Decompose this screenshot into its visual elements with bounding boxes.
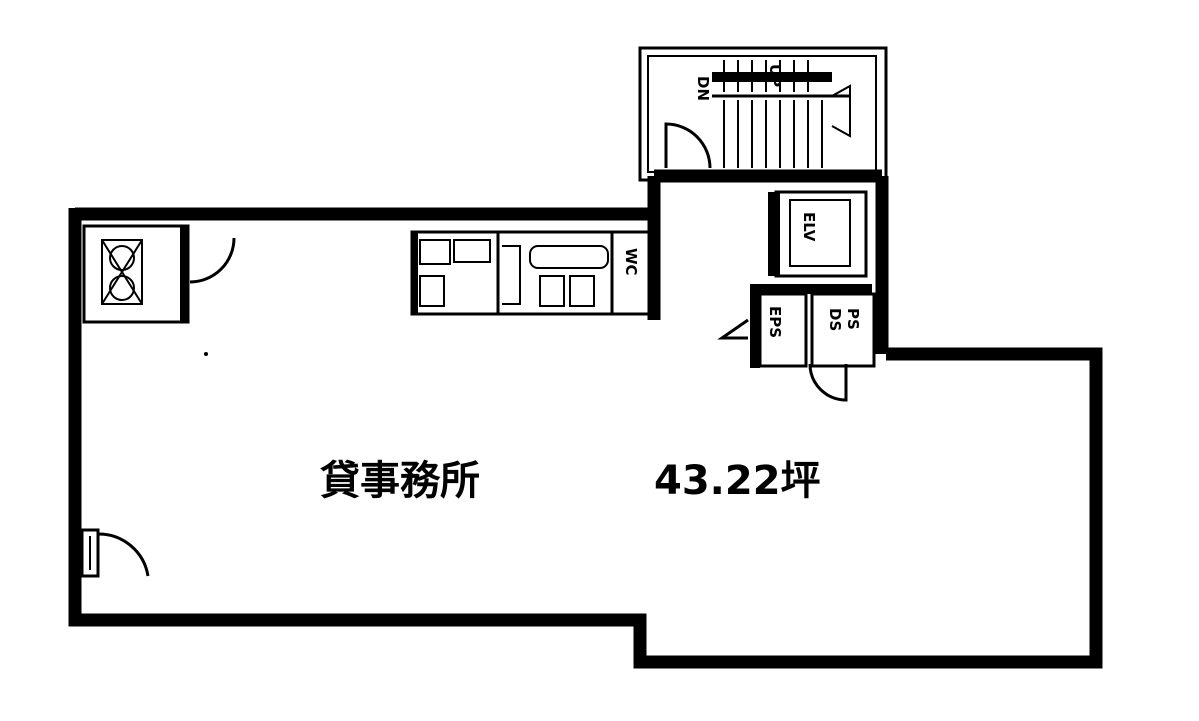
restroom-block: WC [410, 230, 654, 316]
wc-label: WC [622, 248, 640, 276]
stairwell: DN UP [638, 46, 888, 182]
ds-label: DS [826, 308, 844, 331]
stair-door [664, 122, 712, 169]
entry-door [808, 363, 848, 402]
exterior-walls [68, 169, 1103, 669]
office-name-label: 貸事務所 [320, 458, 480, 504]
stair-up-label: UP [766, 64, 784, 87]
stair-down-label: DN [694, 76, 712, 101]
utility-closet [82, 224, 236, 324]
stair-treads [723, 60, 823, 168]
closet-door [189, 237, 236, 284]
elevator: ELV [768, 190, 868, 278]
eps-label: EPS [766, 306, 784, 338]
shaft-door [717, 318, 749, 340]
marker-dot [204, 352, 208, 356]
office-area-label: 43.22坪 [654, 458, 821, 504]
bottom-left-door [80, 528, 150, 578]
shafts: EPS PS DS [717, 284, 876, 402]
ps-label: PS [844, 308, 862, 330]
elevator-label: ELV [800, 212, 818, 242]
